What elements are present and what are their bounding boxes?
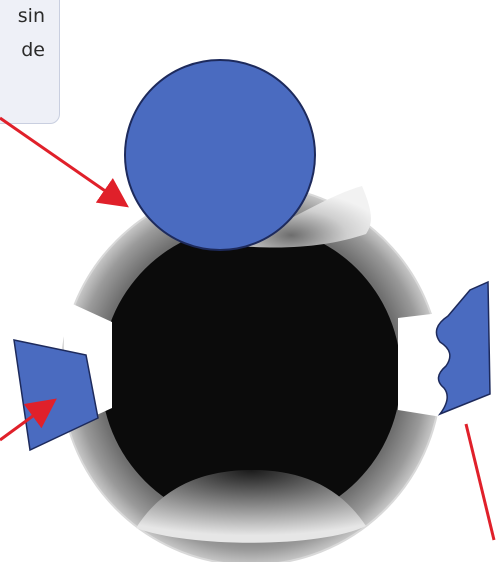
blue-circle-tool	[124, 59, 316, 251]
inner-cavity	[101, 225, 401, 525]
callout-text-line-2: de	[21, 39, 45, 61]
red-arrow-left	[0, 398, 57, 442]
blue-right-block	[435, 280, 491, 416]
red-arrow-top	[0, 116, 129, 208]
callout-box: sin de	[0, 0, 60, 124]
callout-text-line-1: sin	[17, 5, 45, 27]
red-arrow-right	[464, 423, 496, 541]
bottom-bump	[136, 470, 366, 543]
right-notch	[398, 312, 448, 418]
